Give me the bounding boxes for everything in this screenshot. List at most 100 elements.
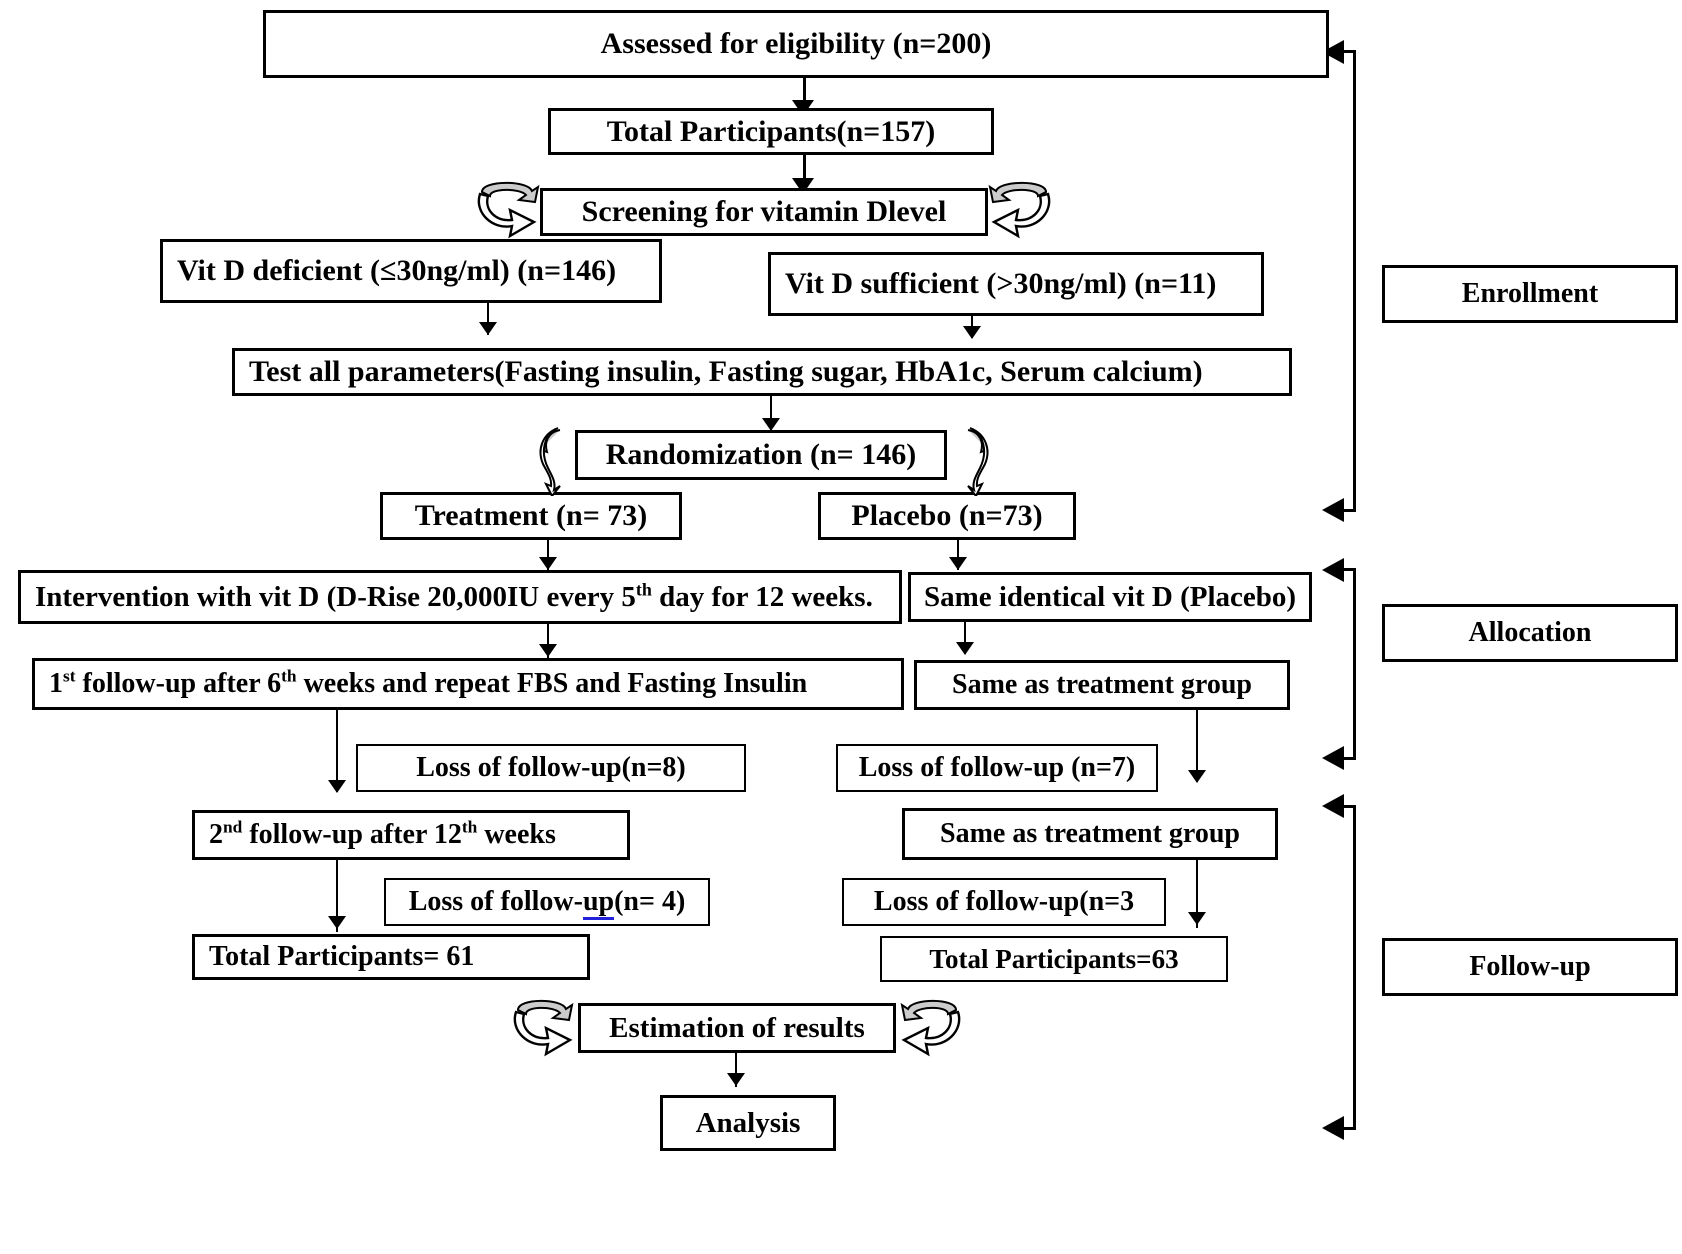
bracket-stem xyxy=(1353,568,1356,760)
bracket-stem xyxy=(1353,50,1356,512)
connector-estimation-to-analysis xyxy=(735,1053,737,1087)
node-label: Same as treatment group xyxy=(940,818,1240,850)
node-intervention-vit-d: Intervention with vit D (D-Rise 20,000IU… xyxy=(18,570,902,624)
node-label: Same as treatment group xyxy=(952,669,1252,701)
node-label: 1st follow-up after 6th weeks and repeat… xyxy=(49,666,808,700)
connector-same-to-sametreatment1 xyxy=(964,622,966,654)
node-same-as-treatment-group-2: Same as treatment group xyxy=(902,808,1278,860)
bracket-tip-top xyxy=(1338,50,1356,53)
arrow-left-icon xyxy=(1322,746,1344,770)
node-label: Loss of follow-up (n=7) xyxy=(858,752,1136,784)
stage-label-text: Enrollment xyxy=(1461,278,1599,309)
node-same-as-treatment-group-1: Same as treatment group xyxy=(914,660,1290,710)
node-label: Intervention with vit D (D-Rise 20,000IU… xyxy=(35,579,873,613)
bracket-tip-top xyxy=(1338,805,1356,808)
node-label: Loss of follow-up(n=8) xyxy=(416,752,686,784)
stage-label-followup: Follow-up xyxy=(1382,938,1678,996)
node-estimation-of-results: Estimation of results xyxy=(578,1003,896,1053)
arrow-left-icon xyxy=(1322,498,1344,522)
node-label: Total Participants(n=157) xyxy=(606,114,936,148)
node-label: Loss of follow-up(n= 4) xyxy=(409,886,685,921)
node-label: 2nd follow-up after 12th weeks xyxy=(209,817,556,851)
node-second-followup: 2nd follow-up after 12th weeks xyxy=(192,810,630,860)
node-label: Analysis xyxy=(695,1106,801,1139)
connector-followup2-to-total61 xyxy=(336,860,338,932)
bracket-enrollment xyxy=(1330,50,1356,512)
arrow-down-icon xyxy=(328,780,346,793)
arrow-down-icon xyxy=(479,322,497,335)
node-vitd-deficient: Vit D deficient (≤30ng/ml) (n=146) xyxy=(160,239,662,303)
stage-label-text: Allocation xyxy=(1468,617,1592,648)
bracket-tip-top xyxy=(1338,568,1356,571)
bracket-tip-bottom xyxy=(1338,509,1356,512)
connector-test-to-randomization xyxy=(770,396,772,430)
node-label: Screening for vitamin Dlevel xyxy=(581,195,947,229)
curved-arrow-right-icon xyxy=(472,178,546,240)
node-label: Test all parameters(Fasting insulin, Fas… xyxy=(249,355,1203,389)
arrow-down-icon xyxy=(956,642,974,655)
node-label: Randomization (n= 146) xyxy=(605,438,917,472)
node-total-participants-61: Total Participants= 61 xyxy=(192,934,590,980)
node-loss-followup-8: Loss of follow-up(n=8) xyxy=(356,744,746,792)
curved-arrow-left-icon xyxy=(896,996,966,1058)
node-analysis: Analysis xyxy=(660,1095,836,1151)
connector-placebo-to-same xyxy=(957,540,959,570)
node-loss-followup-4: Loss of follow-up(n= 4) xyxy=(384,878,710,926)
node-randomization: Randomization (n= 146) xyxy=(575,430,947,480)
node-treatment: Treatment (n= 73) xyxy=(380,492,682,540)
arrow-down-icon xyxy=(328,916,346,929)
stage-label-allocation: Allocation xyxy=(1382,604,1678,662)
connector-total-to-screening xyxy=(803,155,806,189)
node-label: Vit D sufficient (>30ng/ml) (n=11) xyxy=(785,267,1217,301)
bracket-allocation xyxy=(1330,568,1356,760)
node-total-participants-63: Total Participants=63 xyxy=(880,936,1228,982)
node-loss-followup-3: Loss of follow-up(n=3 xyxy=(842,878,1166,926)
node-label: Total Participants=63 xyxy=(929,943,1179,974)
node-label: Estimation of results xyxy=(609,1011,865,1044)
curved-arrow-left-icon xyxy=(982,178,1056,240)
bracket-tip-bottom xyxy=(1338,757,1356,760)
node-label: Assessed for eligibility (n=200) xyxy=(600,27,992,61)
arrow-left-icon xyxy=(1322,794,1344,818)
arrow-down-icon xyxy=(1188,912,1206,925)
node-label: Same identical vit D (Placebo) xyxy=(923,580,1297,613)
bracket-stem xyxy=(1353,805,1356,1130)
arrow-down-icon xyxy=(762,418,780,431)
arrow-down-icon xyxy=(539,644,557,657)
node-same-identical-vit-d: Same identical vit D (Placebo) xyxy=(908,572,1312,622)
arrow-down-icon xyxy=(727,1073,745,1086)
connector-assessed-to-total xyxy=(803,78,806,105)
node-loss-followup-7: Loss of follow-up (n=7) xyxy=(836,744,1158,792)
arrow-left-icon xyxy=(1322,558,1344,582)
node-vitd-sufficient: Vit D sufficient (>30ng/ml) (n=11) xyxy=(768,252,1264,316)
connector-intervention-to-followup1 xyxy=(547,624,549,658)
node-screening-vitamin-d: Screening for vitamin Dlevel xyxy=(540,188,988,236)
node-label: Placebo (n=73) xyxy=(851,499,1043,533)
node-label: Vit D deficient (≤30ng/ml) (n=146) xyxy=(177,254,617,288)
connector-sametreatment1-to-sametreatment2 xyxy=(1196,710,1198,782)
bracket-followup xyxy=(1330,805,1356,1130)
node-label: Treatment (n= 73) xyxy=(414,499,648,533)
arrow-down-icon xyxy=(539,557,557,570)
node-label: Total Participants= 61 xyxy=(209,941,475,973)
node-label: Loss of follow-up(n=3 xyxy=(873,886,1135,918)
node-placebo: Placebo (n=73) xyxy=(818,492,1076,540)
arrow-down-icon xyxy=(1188,770,1206,783)
connector-treatment-to-intervention xyxy=(547,540,549,570)
node-total-participants: Total Participants(n=157) xyxy=(548,108,994,155)
connector-followup1-to-followup2 xyxy=(336,710,338,792)
node-assessed-for-eligibility: Assessed for eligibility (n=200) xyxy=(263,10,1329,78)
connector-sametreatment2-to-total63 xyxy=(1196,860,1198,928)
curved-arrow-left-icon xyxy=(950,424,990,496)
arrow-down-icon xyxy=(949,557,967,570)
stage-label-enrollment: Enrollment xyxy=(1382,265,1678,323)
curved-arrow-right-icon xyxy=(538,424,578,496)
connector-deficient-to-test xyxy=(487,303,489,335)
arrow-down-icon xyxy=(963,326,981,339)
curved-arrow-right-icon xyxy=(508,996,578,1058)
arrow-left-icon xyxy=(1322,1116,1344,1140)
bracket-tip-bottom xyxy=(1338,1127,1356,1130)
node-first-followup: 1st follow-up after 6th weeks and repeat… xyxy=(32,658,904,710)
node-test-all-parameters: Test all parameters(Fasting insulin, Fas… xyxy=(232,348,1292,396)
